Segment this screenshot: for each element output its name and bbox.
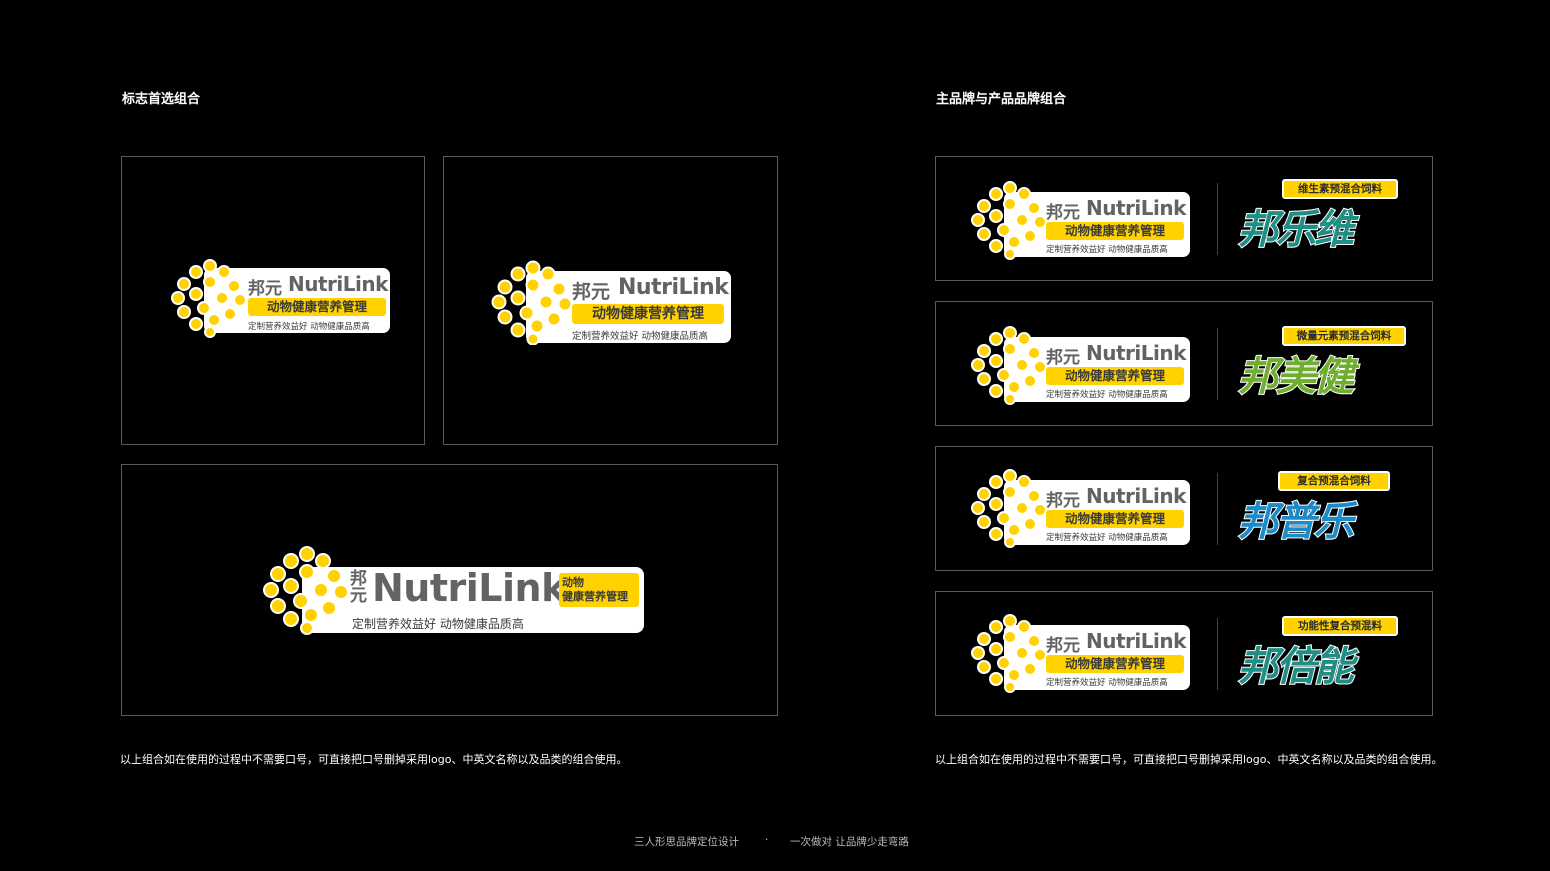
divider xyxy=(1217,618,1218,690)
brand-en: NutriLink xyxy=(618,275,729,300)
brand-en: NutriLink xyxy=(1086,484,1186,508)
footer-company: 三人形思品牌定位设计 xyxy=(634,836,739,848)
brand-cn: 邦元 xyxy=(1046,203,1080,223)
product-box-2: 邦元 NutriLink 动物健康营养管理 定制营养效益好 动物健康品质高 微量… xyxy=(935,301,1433,426)
divider xyxy=(1217,183,1218,255)
product-name: 邦普乐 xyxy=(1237,498,1355,546)
brand-cn-vertical: 邦元 xyxy=(350,569,367,606)
divider xyxy=(1217,473,1218,545)
footer-separator: · xyxy=(765,834,769,846)
slogan: 定制营养效益好 动物健康品质高 xyxy=(1046,390,1168,400)
brand-en: NutriLink xyxy=(372,566,566,610)
category-label: 动物健康营养管理 xyxy=(1046,222,1184,240)
brand-en: NutriLink xyxy=(1086,196,1186,220)
logo-horizontal: 邦元 NutriLink 动物健康营养管理 定制营养效益好 动物健康品质高 xyxy=(970,325,1192,405)
product-mark: 功能性复合预混料 邦倍能 xyxy=(1237,614,1418,699)
product-mark: 维生素预混合饲料 邦乐维 xyxy=(1237,177,1408,262)
logo-dots-icon xyxy=(491,260,573,345)
product-name: 邦倍能 xyxy=(1237,643,1355,691)
slogan: 定制营养效益好 动物健康品质高 xyxy=(1046,533,1168,543)
brand-en: NutriLink xyxy=(288,272,388,296)
product-box-3: 邦元 NutriLink 动物健康营养管理 定制营养效益好 动物健康品质高 复合… xyxy=(935,446,1433,571)
product-tag: 功能性复合预混料 xyxy=(1282,616,1398,636)
logo-horizontal: 邦元 NutriLink 动物健康营养管理 定制营养效益好 动物健康品质高 xyxy=(490,259,735,347)
brand-en: NutriLink xyxy=(1086,629,1186,653)
slogan: 定制营养效益好 动物健康品质高 xyxy=(1046,245,1168,255)
logo-box-small: 邦元 NutriLink 动物健康营养管理 定制营养效益好 动物健康品质高 xyxy=(121,156,425,445)
logo-horizontal: 邦元 NutriLink 动物健康营养管理 定制营养效益好 动物健康品质高 xyxy=(970,180,1192,260)
category-label: 动物 健康营养管理 xyxy=(559,573,639,607)
product-box-4: 邦元 NutriLink 动物健康营养管理 定制营养效益好 动物健康品质高 功能… xyxy=(935,591,1433,716)
logo-box-medium: 邦元 NutriLink 动物健康营养管理 定制营养效益好 动物健康品质高 xyxy=(443,156,778,445)
product-mark: 微量元素预混合饲料 邦美健 xyxy=(1237,324,1428,409)
logo-dots-icon xyxy=(171,259,247,338)
category-label: 动物健康营养管理 xyxy=(1046,510,1184,528)
brand-cn: 邦元 xyxy=(1046,348,1080,368)
divider xyxy=(1217,328,1218,400)
product-tag: 维生素预混合饲料 xyxy=(1282,179,1398,199)
product-name: 邦美健 xyxy=(1237,353,1355,401)
product-box-1: 邦元 NutriLink 动物健康营养管理 定制营养效益好 动物健康品质高 维生… xyxy=(935,156,1433,281)
logo-dots-icon xyxy=(971,614,1047,693)
left-section-title: 标志首选组合 xyxy=(122,92,201,107)
brand-cn: 邦元 xyxy=(572,281,611,303)
category-label: 动物健康营养管理 xyxy=(1046,655,1184,673)
logo-horizontal: 邦元 NutriLink 动物健康营养管理 定制营养效益好 动物健康品质高 xyxy=(970,613,1192,693)
logo-wide: 邦元 NutriLink 动物 健康营养管理 定制营养效益好 动物健康品质高 xyxy=(262,545,652,637)
footer-slogan: 一次做对 让品牌少走弯路 xyxy=(790,836,909,848)
product-name: 邦乐维 xyxy=(1237,206,1355,254)
slogan: 定制营养效益好 动物健康品质高 xyxy=(1046,678,1168,688)
slogan: 定制营养效益好 动物健康品质高 xyxy=(352,617,524,631)
brand-cn: 邦元 xyxy=(1046,491,1080,511)
logo-dots-icon xyxy=(971,326,1047,405)
brand-cn: 邦元 xyxy=(1046,636,1080,656)
brand-en: NutriLink xyxy=(1086,341,1186,365)
logo-dots-icon xyxy=(971,181,1047,260)
category-label: 动物健康营养管理 xyxy=(1046,367,1184,385)
category-label: 动物健康营养管理 xyxy=(572,304,724,324)
category-line2: 健康营养管理 xyxy=(562,590,628,603)
product-tag: 复合预混合饲料 xyxy=(1278,471,1390,491)
logo-horizontal: 邦元 NutriLink 动物健康营养管理 定制营养效益好 动物健康品质高 xyxy=(170,258,394,338)
right-section-title: 主品牌与产品品牌组合 xyxy=(936,92,1067,107)
brand-cn: 邦元 xyxy=(248,279,282,299)
usage-note-left: 以上组合如在使用的过程中不需要口号，可直接把口号删掉采用logo、中英文名称以及… xyxy=(120,753,628,766)
slogan: 定制营养效益好 动物健康品质高 xyxy=(572,331,709,342)
category-label: 动物健康营养管理 xyxy=(248,298,386,316)
slogan: 定制营养效益好 动物健康品质高 xyxy=(248,322,370,332)
product-tag: 微量元素预混合饲料 xyxy=(1282,326,1406,346)
product-mark: 复合预混合饲料 邦普乐 xyxy=(1237,469,1423,554)
logo-horizontal: 邦元 NutriLink 动物健康营养管理 定制营养效益好 动物健康品质高 xyxy=(970,468,1192,548)
logo-dots-icon xyxy=(971,469,1047,548)
usage-note-right: 以上组合如在使用的过程中不需要口号，可直接把口号删掉采用logo、中英文名称以及… xyxy=(935,753,1443,766)
logo-box-wide: 邦元 NutriLink 动物 健康营养管理 定制营养效益好 动物健康品质高 xyxy=(121,464,778,716)
logo-dots-icon xyxy=(263,546,349,635)
category-line1: 动物 xyxy=(562,576,584,589)
